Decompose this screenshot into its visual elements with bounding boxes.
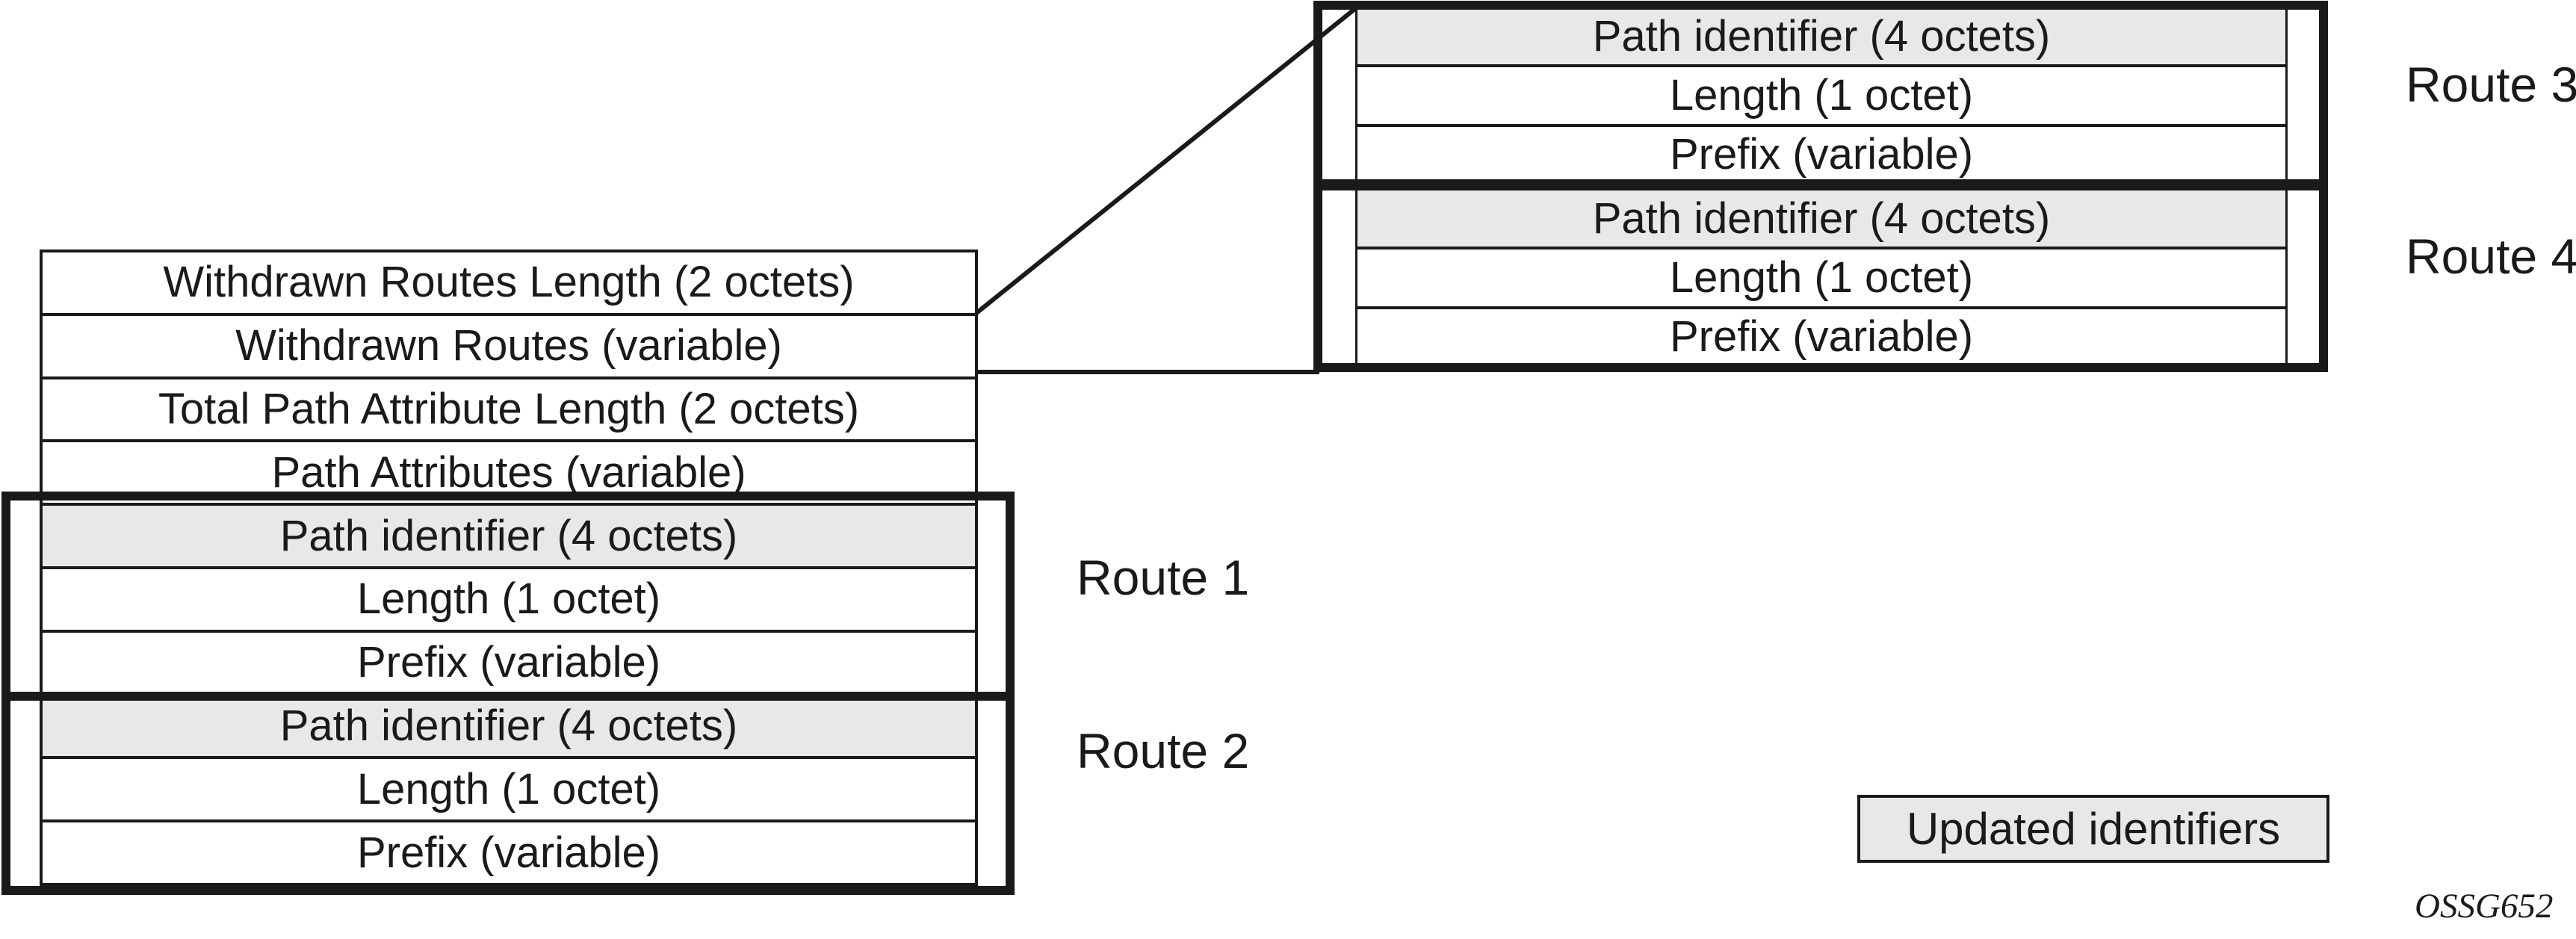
field-row-prefix-route1: Prefix (variable) bbox=[43, 629, 975, 693]
field-label: Withdrawn Routes Length (2 octets) bbox=[163, 258, 855, 307]
route2-label: Route 2 bbox=[1077, 723, 1250, 778]
field-row-total-path-attribute-length: Total Path Attribute Length (2 octets) bbox=[43, 376, 975, 440]
field-row-length-route3: Length (1 octet) bbox=[1357, 64, 2285, 124]
field-label: Total Path Attribute Length (2 octets) bbox=[158, 384, 860, 433]
field-row-path-identifier-route4: Path identifier (4 octets) bbox=[1357, 190, 2285, 247]
field-label: Prefix (variable) bbox=[356, 828, 661, 877]
field-row-prefix-route3: Prefix (variable) bbox=[1357, 123, 2285, 183]
field-label: Path Attributes (variable) bbox=[271, 447, 746, 497]
field-row-length-route2: Length (1 octet) bbox=[43, 756, 975, 820]
field-row-path-identifier-route2: Path identifier (4 octets) bbox=[43, 692, 975, 757]
field-row-length-route1: Length (1 octet) bbox=[43, 565, 975, 630]
route4-field-table: Path identifier (4 octets) Length (1 oct… bbox=[1355, 188, 2288, 368]
field-label: Path identifier (4 octets) bbox=[1592, 193, 2051, 243]
diagonal-connector-line bbox=[975, 5, 1358, 315]
field-row-path-attributes: Path Attributes (variable) bbox=[43, 439, 975, 503]
route1-label: Route 1 bbox=[1077, 550, 1250, 605]
figure-id: OSSG652 bbox=[2415, 887, 2554, 926]
field-label: Length (1 octet) bbox=[356, 764, 661, 814]
route3-field-table: Path identifier (4 octets) Length (1 oct… bbox=[1355, 6, 2288, 185]
field-row-withdrawn-routes: Withdrawn Routes (variable) bbox=[43, 312, 975, 376]
legend-updated-identifiers: Updated identifiers bbox=[1857, 795, 2329, 863]
update-message-field-table: Withdrawn Routes Length (2 octets) Withd… bbox=[40, 250, 978, 886]
field-label: Path identifier (4 octets) bbox=[279, 701, 738, 750]
field-row-length-route4: Length (1 octet) bbox=[1357, 247, 2285, 306]
field-label: Length (1 octet) bbox=[356, 574, 661, 624]
field-label: Prefix (variable) bbox=[356, 638, 661, 687]
route4-label: Route 4 bbox=[2406, 229, 2576, 284]
field-label: Prefix (variable) bbox=[1669, 312, 1974, 362]
field-row-withdrawn-routes-length: Withdrawn Routes Length (2 octets) bbox=[43, 252, 975, 313]
field-label: Path identifier (4 octets) bbox=[279, 511, 738, 560]
field-row-prefix-route2: Prefix (variable) bbox=[43, 819, 975, 883]
field-row-prefix-route4: Prefix (variable) bbox=[1357, 306, 2285, 365]
field-label: Path identifier (4 octets) bbox=[1592, 11, 2051, 61]
field-row-path-identifier-route1: Path identifier (4 octets) bbox=[43, 503, 975, 566]
route3-label: Route 3 bbox=[2406, 57, 2576, 112]
field-label: Withdrawn Routes (variable) bbox=[235, 321, 782, 371]
field-label: Length (1 octet) bbox=[1669, 70, 1974, 120]
field-label: Prefix (variable) bbox=[1669, 130, 1974, 179]
legend-label: Updated identifiers bbox=[1906, 803, 2281, 854]
field-label: Length (1 octet) bbox=[1669, 252, 1974, 302]
field-row-path-identifier-route3: Path identifier (4 octets) bbox=[1357, 8, 2285, 65]
